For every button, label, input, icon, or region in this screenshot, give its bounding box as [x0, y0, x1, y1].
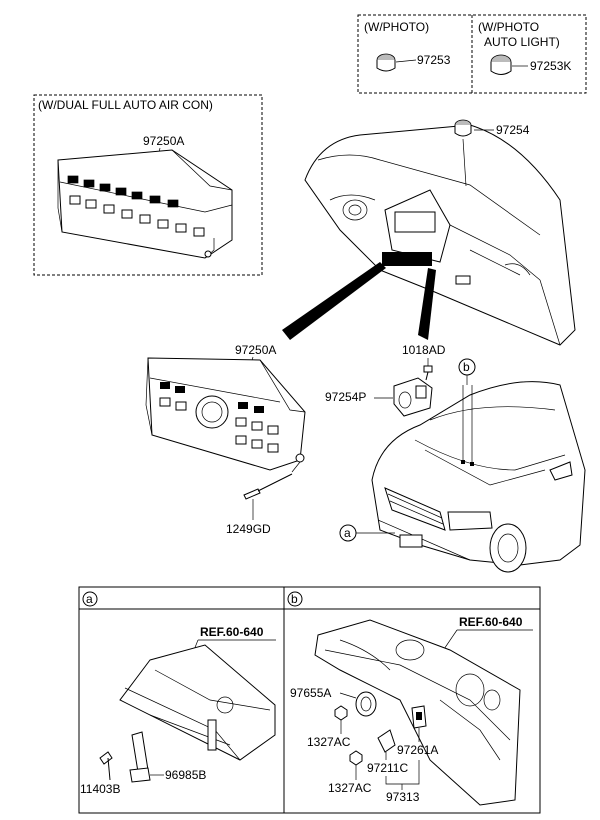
car-illustration: [371, 381, 586, 573]
callout-a-label: a: [344, 526, 351, 540]
ref-a-label: REF.60-640: [200, 625, 264, 639]
part-97253K-label: 97253K: [530, 59, 571, 73]
panel-a-label: a: [86, 592, 93, 606]
part-97254P-label: 97254P: [325, 390, 366, 404]
panel-b-label: b: [291, 592, 298, 606]
nut-1327AC-upper: [334, 705, 348, 721]
pointer-arrow-to-sensor: [418, 268, 436, 340]
part-96985B-label: 96985B: [165, 768, 206, 782]
screw-1249GD: [243, 473, 293, 520]
photo-sensor-97253: [376, 53, 417, 72]
duct-97211C: [377, 729, 396, 753]
climate-control-unit: [145, 357, 306, 473]
part-97211C-label: 97211C: [367, 761, 408, 775]
sensor-97254P: [393, 377, 433, 417]
pointer-arrow-to-panel: [282, 262, 386, 340]
ref-b-label: REF.60-640: [459, 615, 523, 629]
bolt-11403B: [99, 751, 113, 781]
panel-b-badge: [287, 591, 303, 607]
climate-control-unit-dual: [57, 149, 233, 259]
part-1327AC-lower-label: 1327AC: [328, 781, 372, 795]
part-1249GD-label: 1249GD: [226, 522, 271, 536]
panel-a-badge: [82, 591, 98, 607]
nut-1327AC-lower: [349, 750, 363, 766]
detail-panels-frame: [78, 586, 541, 814]
part-97253-label: 97253: [417, 53, 451, 67]
part-97655A-label: 97655A: [290, 686, 331, 700]
part-97250A-top-label: 97250A: [143, 134, 184, 148]
screw-1018AD: [423, 365, 433, 381]
part-1327AC-upper-label: 1327AC: [307, 735, 351, 749]
photo-variants-box: (W/PHOTO) (W/PHOTO AUTO LIGHT) 97253 972…: [357, 14, 587, 94]
variant-photo-autolight-label-1: (W/PHOTO: [478, 20, 539, 34]
grommet-97655A: [355, 691, 377, 717]
variant-with-photo-label: (W/PHOTO): [364, 20, 429, 34]
variant-dual-air-con-label: (W/DUAL FULL AUTO AIR CON): [38, 98, 213, 112]
part-11403B-label: 11403B: [80, 782, 120, 796]
callout-b-label: b: [463, 360, 470, 374]
bracket-97261A: [411, 705, 427, 729]
part-97254-label: 97254: [496, 123, 530, 137]
variant-photo-autolight-label-2: AUTO LIGHT): [484, 35, 560, 49]
panel-a-bracket-assembly: [119, 644, 276, 783]
dual-air-con-box: (W/DUAL FULL AUTO AIR CON) 97250A: [33, 94, 263, 276]
part-97261A-label: 97261A: [397, 743, 438, 757]
dashboard-illustration: [304, 119, 576, 346]
part-97250A-main-label: 97250A: [235, 343, 276, 357]
part-1018AD-label: 1018AD: [402, 343, 446, 357]
part-97313-label: 97313: [386, 790, 420, 804]
photo-sensor-97253K: [490, 54, 528, 75]
